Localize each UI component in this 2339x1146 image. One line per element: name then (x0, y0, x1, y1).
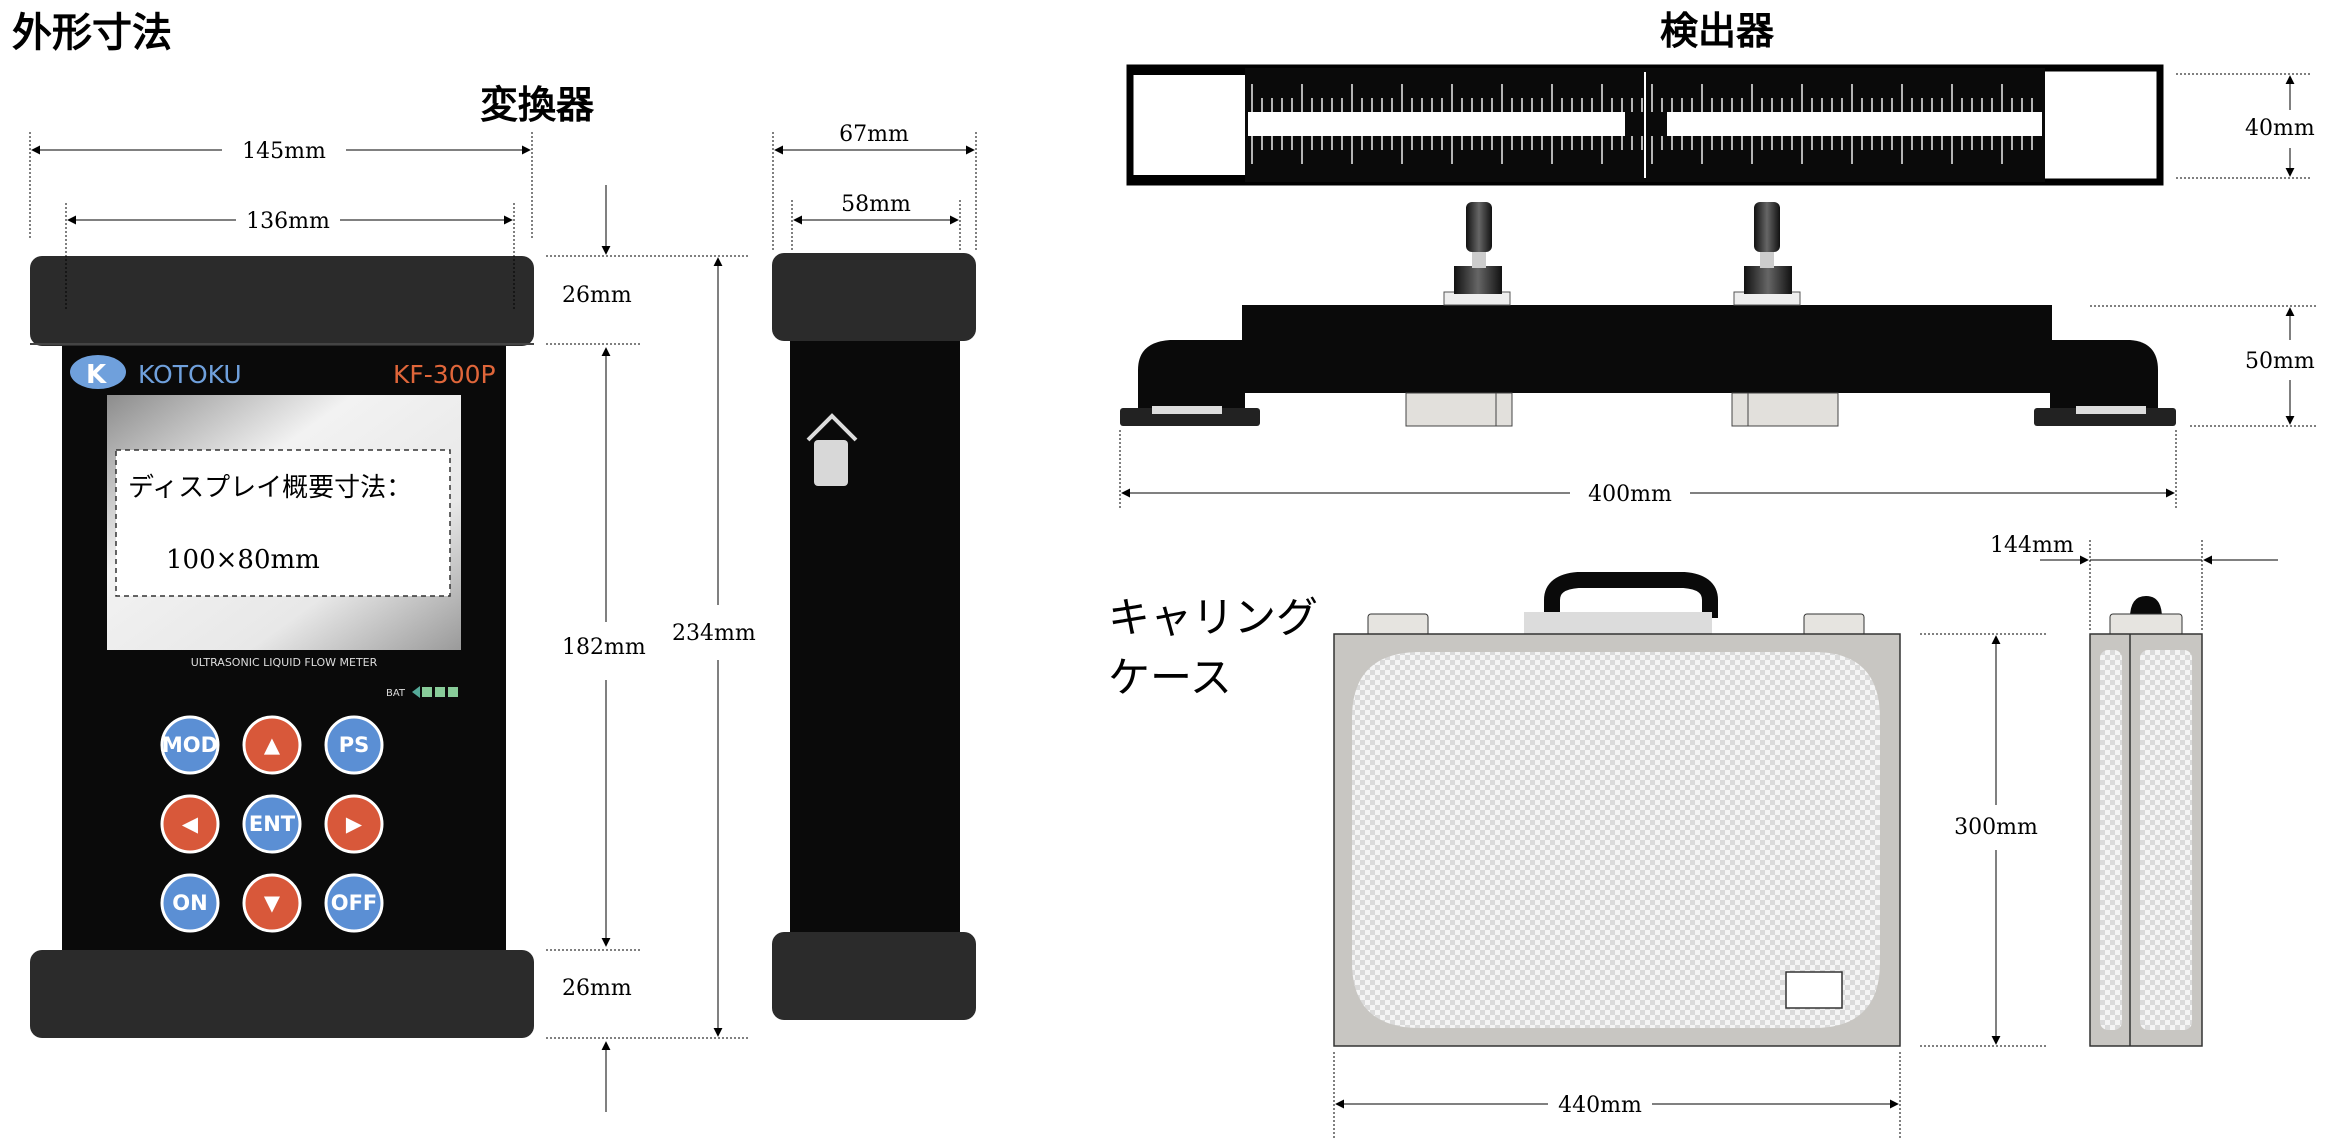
svg-text:K: K (86, 360, 107, 390)
strap-loop-icon (806, 413, 858, 442)
converter-dim-lines (29, 132, 977, 1112)
dim-detector-length: 400mm (1588, 482, 1672, 507)
model-name: KF-300P (393, 360, 496, 389)
keypad-button-6[interactable] (160, 873, 220, 933)
display-note-box (115, 449, 451, 597)
battery-cell-icon (448, 687, 458, 697)
dim-overall-height: 234mm (672, 621, 756, 646)
dim-case-depth: 144mm (1990, 533, 2074, 558)
case-front (1333, 572, 1901, 1047)
keypad-button-5[interactable] (324, 794, 384, 854)
side-top-bumper (772, 253, 976, 341)
dim-inner-width: 136mm (246, 209, 330, 234)
keypad-button-label: ▲ (264, 733, 281, 757)
dim-detector-top-height: 40mm (2245, 116, 2315, 141)
dim-overall-width: 145mm (242, 139, 326, 164)
keypad-button-label: ON (172, 891, 207, 915)
keypad-button-0[interactable] (160, 715, 220, 775)
keypad: MOD ▲ PS ◀ ENT ▶ ON ▼ OFF (160, 715, 384, 933)
bat-label: BAT (386, 688, 406, 699)
keypad-button-label: ◀ (182, 812, 199, 836)
battery-arrow-icon (412, 686, 420, 698)
keypad-button-label: ▼ (264, 891, 281, 915)
kotoku-logo-icon (70, 355, 126, 389)
side-body (790, 330, 960, 940)
keypad-button-7[interactable] (242, 873, 302, 933)
clamp-knob-right-icon (1733, 202, 1801, 306)
converter-side (772, 253, 976, 1020)
keypad-button-2[interactable] (324, 715, 384, 775)
keypad-button-label: PS (339, 733, 370, 757)
rail-body (1242, 305, 2052, 393)
dim-bottom-bumper: 26mm (562, 976, 632, 1001)
case-heading-line1: キャリング (1108, 593, 1318, 642)
side-bottom-bumper (772, 932, 976, 1020)
keypad-button-label: ENT (249, 812, 296, 836)
keypad-button-4[interactable] (242, 794, 302, 854)
dim-top-bumper: 26mm (562, 283, 632, 308)
converter-heading: 変換器 (480, 83, 595, 127)
name-tag (1785, 971, 1843, 1009)
clamp-knob-left-icon (1443, 202, 1511, 306)
case-heading-line2: ケース (1108, 653, 1232, 702)
case-handle (1544, 572, 1718, 618)
converter-front: K KOTOKU KF-300P ディスプレイ概要寸法： 100×80mm UL… (30, 256, 534, 1038)
dim-case-width: 440mm (1558, 1093, 1642, 1118)
latch-left (1367, 613, 1429, 637)
detector-side-view (1120, 202, 2176, 427)
keypad-button-1[interactable] (242, 715, 302, 775)
latch-right (1803, 613, 1865, 637)
dim-side-width: 67mm (839, 122, 909, 147)
detector-dim-lines (1119, 73, 2318, 510)
device-caption: ULTRASONIC LIQUID FLOW METER (191, 656, 378, 669)
keypad-button-8[interactable] (324, 873, 384, 933)
battery-cell-icon (435, 687, 445, 697)
top-bumper (30, 256, 534, 346)
case-dim-lines (1333, 540, 2278, 1140)
keypad-button-label: OFF (331, 891, 378, 915)
dim-detector-side-height: 50mm (2245, 349, 2315, 374)
keypad-button-3[interactable] (160, 794, 220, 854)
detector-heading: 検出器 (1660, 9, 1775, 53)
dim-case-height: 300mm (1954, 815, 2038, 840)
case-side (2089, 596, 2203, 1047)
handle-base (1524, 612, 1712, 636)
keypad-button-label: ▶ (346, 812, 363, 836)
case-panel (1352, 652, 1880, 1028)
dim-side-inner: 58mm (841, 192, 911, 217)
display-note-line2: 100×80mm (166, 545, 320, 575)
display-note-line1: ディスプレイ概要寸法： (128, 473, 412, 503)
brand-name: KOTOKU (138, 360, 242, 389)
page-title: 外形寸法 (12, 10, 172, 56)
sensor-left (1405, 392, 1513, 427)
bottom-bumper (30, 950, 534, 1038)
strap-clip (814, 440, 848, 486)
detector-top-view (1126, 64, 2164, 186)
battery-cell-icon (422, 687, 432, 697)
scale-ticks (1251, 84, 2033, 164)
sensor-right (1731, 392, 1839, 427)
dim-body: 182mm (562, 635, 646, 660)
keypad-button-label: MOD (162, 733, 218, 757)
